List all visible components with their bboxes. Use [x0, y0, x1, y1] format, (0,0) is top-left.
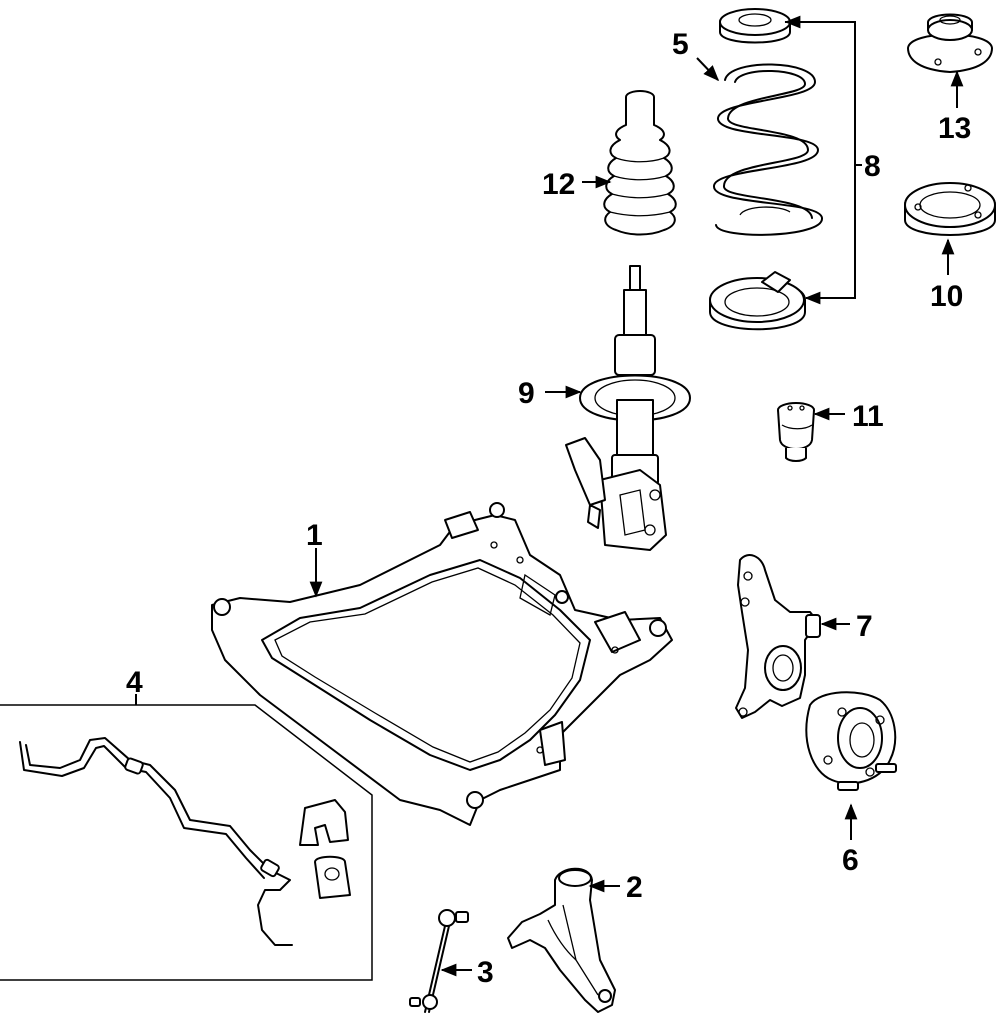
- strut-9[interactable]: [565, 265, 691, 551]
- callout-2: 2: [626, 871, 643, 904]
- callout-3: 3: [477, 956, 494, 989]
- callout-labels: 1 2 3 4 5 6 7 8 9 10 11 12 13: [126, 28, 971, 989]
- callout-1: 1: [306, 519, 323, 552]
- callout-12: 12: [542, 168, 575, 201]
- callout-7: 7: [856, 610, 873, 643]
- lower-control-arm-2[interactable]: [507, 867, 616, 1013]
- leader-8-bracket: [785, 21, 856, 299]
- stabilizer-bar-kit-4[interactable]: [0, 704, 373, 981]
- stabilizer-link-3[interactable]: [409, 909, 469, 1013]
- upper-spring-seat[interactable]: [719, 8, 791, 44]
- callout-9: 9: [518, 377, 535, 410]
- callout-11: 11: [852, 400, 884, 433]
- wheel-hub-6[interactable]: [805, 691, 897, 791]
- crossmember-1[interactable]: [211, 502, 673, 826]
- callout-10: 10: [930, 280, 963, 313]
- strut-mount-13[interactable]: [907, 13, 993, 73]
- leader-lines: [135, 15, 964, 977]
- callout-8: 8: [864, 150, 881, 183]
- callout-4: 4: [126, 666, 143, 699]
- callout-5: 5: [672, 28, 689, 61]
- upper-mount-10[interactable]: [904, 182, 996, 236]
- callout-13: 13: [938, 112, 971, 145]
- coil-spring-5[interactable]: [712, 63, 824, 236]
- steering-knuckle-7[interactable]: [735, 554, 821, 719]
- leader-5: [696, 57, 720, 82]
- lower-spring-seat[interactable]: [709, 271, 806, 331]
- callout-6: 6: [842, 844, 859, 877]
- bump-stop-11[interactable]: [777, 402, 815, 462]
- dust-boot-12[interactable]: [603, 90, 677, 236]
